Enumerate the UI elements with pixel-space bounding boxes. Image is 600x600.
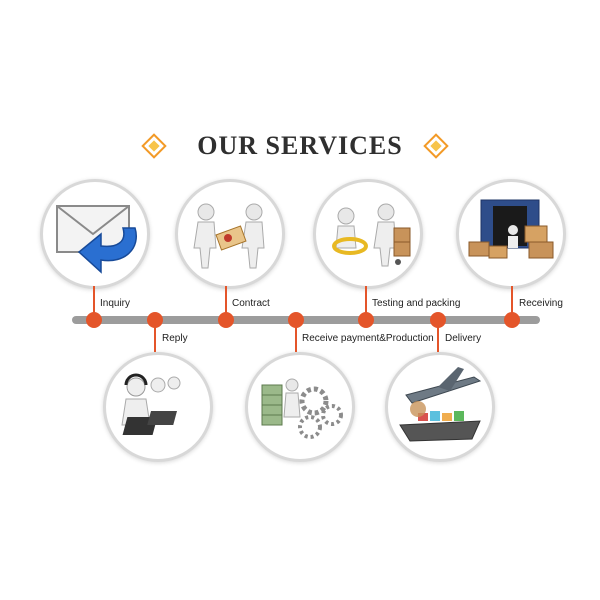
- handshake-figures-icon: [193, 203, 265, 269]
- contract-label: Contract: [232, 298, 270, 309]
- reply-dot: [147, 312, 163, 328]
- testing-dot: [358, 312, 374, 328]
- call-center-icon: [121, 373, 181, 435]
- testing-packing-label: Testing and packing: [372, 298, 461, 309]
- receiving-dot: [504, 312, 520, 328]
- inquiry-dot: [86, 312, 102, 328]
- delivery-stem: [437, 326, 439, 352]
- contract-stem: [225, 286, 227, 314]
- timeline-bar: [72, 316, 540, 324]
- reply-image: [103, 352, 213, 462]
- money-gears-icon: [261, 378, 343, 439]
- envelope-reply-icon: [56, 205, 137, 274]
- testing-packing-image: [313, 179, 423, 289]
- reply-stem: [154, 326, 156, 352]
- receiving-image: [456, 179, 566, 289]
- inquiry-label: Inquiry: [100, 298, 131, 309]
- contract-dot: [218, 312, 234, 328]
- receiving-stem: [511, 286, 513, 314]
- delivery-dot: [430, 312, 446, 328]
- container-boxes-icon: [468, 199, 554, 259]
- payment-dot: [288, 312, 304, 328]
- page-title: OUR SERVICES: [197, 131, 403, 160]
- reply-label: Reply: [162, 333, 188, 344]
- payment-production-label: Receive payment&Production: [302, 333, 434, 344]
- delivery-label: Delivery: [445, 333, 482, 344]
- inquiry-stem: [93, 286, 95, 314]
- testing-stem: [365, 286, 367, 314]
- plane-ship-icon: [399, 367, 482, 442]
- contract-image: [175, 179, 285, 289]
- receiving-label: Receiving: [519, 298, 563, 309]
- packing-figures-icon: [332, 203, 411, 267]
- payment-stem: [295, 326, 297, 352]
- payment-production-image: [245, 352, 355, 462]
- delivery-image: [385, 352, 495, 462]
- inquiry-image: [40, 179, 150, 289]
